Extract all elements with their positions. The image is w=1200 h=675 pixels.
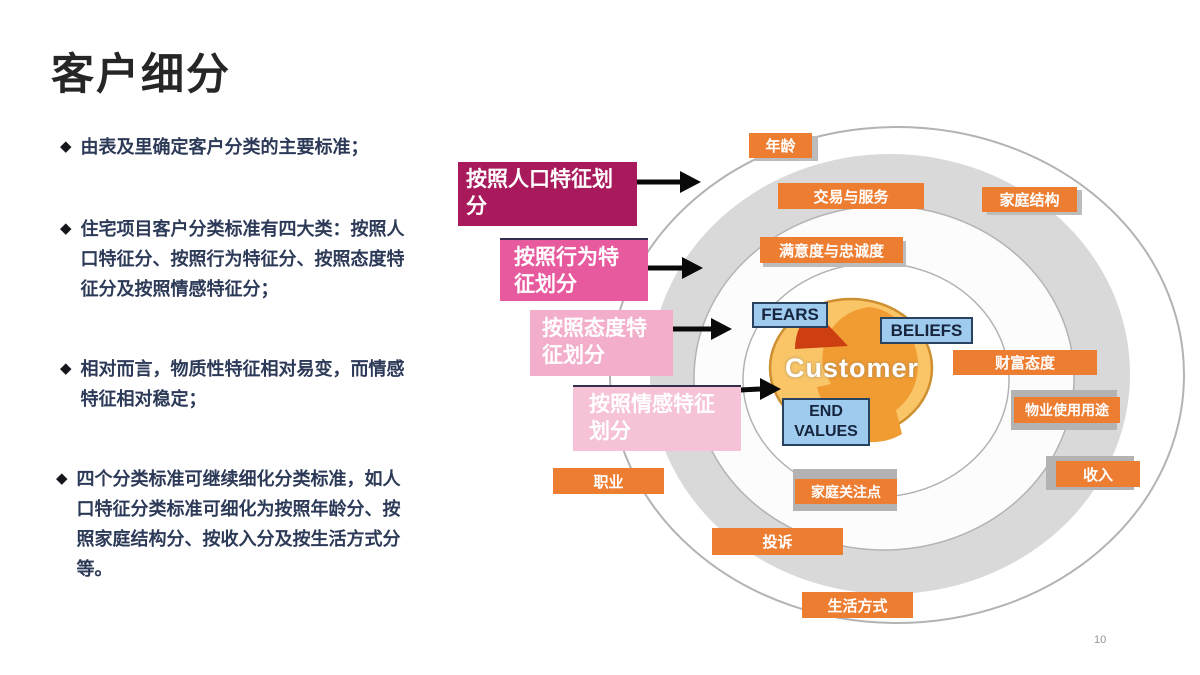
customer-segmentation-diagram — [609, 126, 1185, 624]
attr-label-property-use: 物业使用用途 — [1014, 397, 1120, 423]
attr-label-family-structure: 家庭结构 — [982, 187, 1077, 212]
diamond-bullet-icon: ◆ — [60, 139, 72, 155]
bullet-text: 相对而言，物质性特征相对易变，而情感特征相对稳定； — [80, 359, 405, 409]
attr-label-wealth-attitude: 财富态度 — [953, 350, 1097, 375]
arrowhead-icon — [680, 171, 701, 193]
attr-label-lifestyle: 生活方式 — [802, 592, 913, 618]
attr-label-complaints: 投诉 — [712, 528, 843, 555]
attr-label-occupation: 职业 — [553, 468, 664, 494]
arrow-emotion — [739, 386, 761, 393]
category-box-emotion: 按照情感特征划分 — [573, 385, 741, 451]
attr-label-family-focus: 家庭关注点 — [795, 479, 897, 504]
customer-center-label: Customer — [784, 353, 920, 383]
bullet-item: ◆ 四个分类标准可继续细化分类标准，如人口特征分类标准可细化为按照年龄分、按照家… — [56, 464, 417, 584]
arrowhead-icon — [682, 257, 703, 279]
arrowhead-icon — [760, 378, 781, 400]
bullet-text: 住宅项目客户分类标准有四大类：按照人口特征分、按照行为特征分、按照态度特征分及按… — [80, 219, 405, 299]
diamond-bullet-icon: ◆ — [60, 221, 72, 237]
attr-label-income: 收入 — [1056, 461, 1140, 487]
bullet-item: ◆ 住宅项目客户分类标准有四大类：按照人口特征分、按照行为特征分、按照态度特征分… — [60, 214, 421, 304]
beliefs-box: BELIEFS — [880, 317, 973, 344]
diamond-bullet-icon: ◆ — [60, 361, 72, 377]
page-number: 10 — [1094, 634, 1107, 646]
bullet-text: 四个分类标准可继续细化分类标准，如人口特征分类标准可细化为按照年龄分、按照家庭结… — [76, 469, 401, 579]
category-box-attitude: 按照态度特征划分 — [530, 310, 673, 376]
category-box-population: 按照人口特征划分 — [458, 162, 637, 226]
diamond-bullet-icon: ◆ — [56, 471, 68, 487]
bullet-item: ◆ 由表及里确定客户分类的主要标准； — [60, 132, 421, 162]
bullet-item: ◆ 相对而言，物质性特征相对易变，而情感特征相对稳定； — [60, 354, 421, 414]
page-title: 客户细分 — [51, 52, 231, 99]
attr-label-age: 年龄 — [749, 133, 812, 158]
fears-box: FEARS — [752, 302, 828, 328]
arrowhead-icon — [711, 318, 732, 340]
end-values-box: END VALUES — [782, 398, 870, 446]
attr-label-satisfaction: 满意度与忠诚度 — [760, 237, 903, 263]
attr-label-transactions: 交易与服务 — [778, 183, 924, 209]
category-box-behavior: 按照行为特征划分 — [500, 238, 648, 301]
bullet-text: 由表及里确定客户分类的主要标准； — [80, 137, 369, 157]
